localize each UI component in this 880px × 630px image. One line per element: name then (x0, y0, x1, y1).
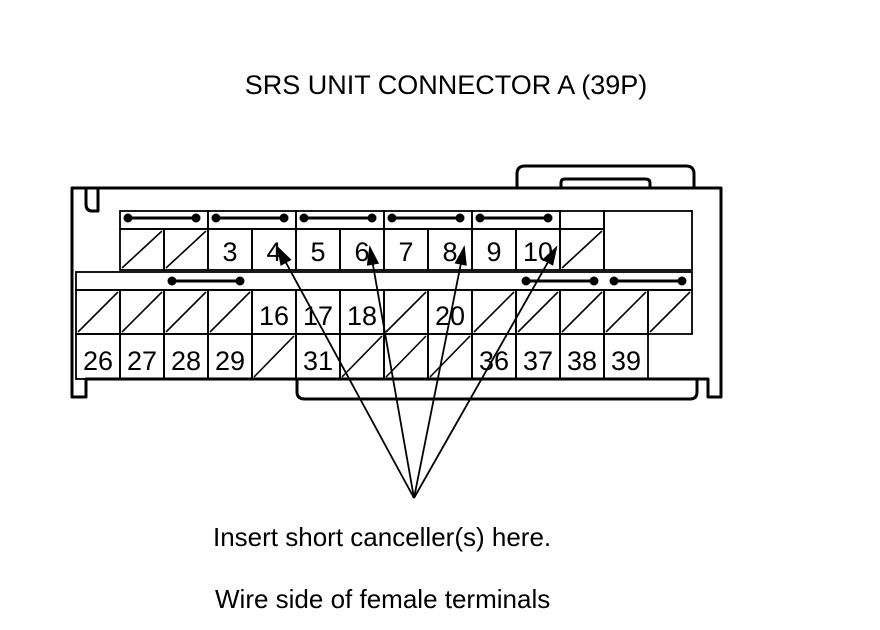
terminal-number: 26 (83, 346, 113, 376)
arrow-pointer (366, 245, 415, 499)
blank-cavity (603, 210, 693, 271)
terminal-number: 6 (354, 237, 369, 267)
unused-terminal-hatch (517, 291, 559, 333)
unused-terminal-hatch (253, 335, 295, 378)
terminal-number: 4 (266, 237, 281, 267)
terminal-number: 36 (479, 346, 509, 376)
unused-terminal-hatch (121, 291, 163, 333)
latch-inner (559, 177, 652, 188)
terminal-number: 16 (259, 301, 289, 331)
short-bar (211, 213, 289, 223)
unused-terminal-hatch (121, 230, 163, 269)
terminal-number: 39 (611, 346, 641, 376)
short-bar (167, 276, 245, 286)
terminal-number: 28 (171, 346, 201, 376)
arrow-pointer (276, 245, 415, 499)
terminal-cell (603, 333, 649, 380)
terminal-number: 29 (215, 346, 245, 376)
unused-terminal-hatch (561, 230, 603, 269)
terminal-number: 8 (442, 237, 457, 267)
unused-terminal-hatch (209, 291, 251, 333)
terminal-number: 5 (310, 237, 325, 267)
instruction-note: Insert short canceller(s) here. (213, 522, 552, 552)
short-bar (521, 276, 599, 286)
terminal-number: 7 (398, 237, 413, 267)
notch (84, 188, 100, 213)
diagram-title: SRS UNIT CONNECTOR A (39P) (244, 70, 648, 100)
shorting-strip (559, 210, 605, 230)
arrow-pointer (413, 245, 558, 499)
terminal-side-label: Wire side of female terminals (215, 584, 551, 614)
unused-terminal-hatch (77, 291, 119, 333)
unused-terminal-hatch (385, 291, 427, 333)
terminal-number: 18 (347, 301, 377, 331)
terminal-number: 3 (222, 237, 237, 267)
unused-terminal-hatch (165, 291, 207, 333)
unused-terminal-hatch (341, 335, 383, 378)
short-bar (387, 213, 465, 223)
terminal-number: 37 (523, 346, 553, 376)
short-bar (299, 213, 377, 223)
short-bar (609, 276, 687, 286)
terminal-number: 9 (486, 237, 501, 267)
unused-terminal-hatch (649, 291, 691, 333)
shorting-strip (75, 271, 693, 291)
terminal-number: 38 (567, 346, 597, 376)
terminal-number: 31 (303, 346, 333, 376)
short-bar (123, 213, 201, 223)
unused-terminal-hatch (385, 335, 427, 378)
bottom-bump (295, 379, 699, 401)
unused-terminal-hatch (429, 335, 471, 378)
unused-terminal-hatch (165, 230, 207, 269)
unused-terminal-hatch (605, 291, 647, 333)
housing-outline (70, 186, 723, 399)
terminal-number: 17 (303, 301, 333, 331)
latch (515, 164, 696, 188)
unused-terminal-hatch (473, 291, 515, 333)
arrow-pointer (413, 245, 467, 499)
short-bar (475, 213, 553, 223)
unused-terminal-hatch (561, 291, 603, 333)
terminal-number: 27 (127, 346, 157, 376)
